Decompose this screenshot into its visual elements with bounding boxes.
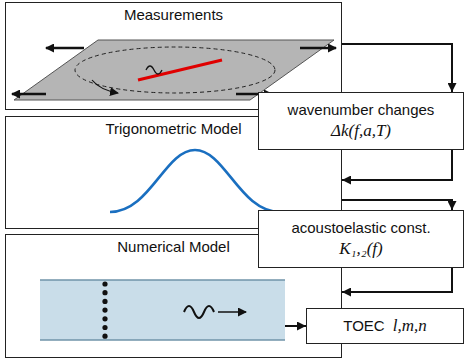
- load-arrow: [46, 47, 84, 50]
- box-label: acoustoelastic const.: [291, 219, 430, 238]
- panel-title: Trigonometric Model: [105, 120, 241, 139]
- box-label: K₁,₂(f): [339, 238, 382, 259]
- band-edge: [40, 279, 285, 281]
- result-box: acoustoelastic const.K₁,₂(f): [258, 210, 464, 268]
- node-dot: [102, 325, 107, 330]
- band-edge: [40, 339, 285, 341]
- flow-arrow: [342, 44, 452, 92]
- node-dot: [102, 290, 107, 295]
- wave-symbol: [184, 306, 214, 318]
- node-dot: [102, 299, 107, 304]
- node-dot: [102, 281, 107, 286]
- result-box: TOEC l,m,n: [306, 308, 464, 344]
- flow-arrow: [342, 200, 452, 210]
- panel-title: Numerical Model: [117, 238, 230, 257]
- node-dot: [102, 308, 107, 313]
- propagation-arrow: [218, 311, 246, 313]
- flow-arrow: [342, 268, 452, 292]
- node-dot: [102, 334, 107, 339]
- panel-title: Measurements: [124, 6, 223, 25]
- dashed-path: [75, 47, 275, 93]
- box-label: Δk(f,a,T): [331, 120, 391, 141]
- plate: [14, 40, 334, 100]
- box-label: TOEC: [343, 317, 384, 336]
- flow-arrow: [342, 150, 452, 180]
- curved-arrow: [92, 80, 118, 93]
- load-arrow: [300, 47, 336, 50]
- cosine-curve: [110, 150, 280, 212]
- load-arrow: [12, 93, 46, 96]
- waveguide-band: [40, 280, 285, 340]
- result-box: wavenumber changesΔk(f,a,T): [258, 92, 464, 150]
- node-dot: [102, 316, 107, 321]
- box-label: l,m,n: [393, 315, 427, 336]
- red-line: [138, 60, 222, 80]
- flow-arrow: [285, 325, 306, 327]
- node-column: [102, 281, 107, 338]
- wave-symbol: [146, 66, 162, 74]
- box-label: wavenumber changes: [288, 101, 435, 120]
